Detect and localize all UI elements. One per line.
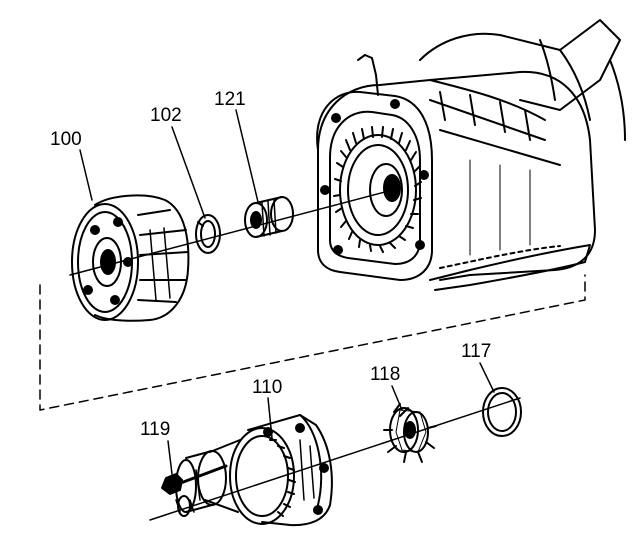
callout-121: 121 [214,89,246,110]
part-100-carrier [71,194,190,322]
callout-118: 118 [370,364,401,385]
leader-lines [79,109,495,475]
leader-100 [79,149,93,201]
callout-100: 100 [50,129,82,150]
callout-119: 119 [140,419,171,440]
part-110-housing [175,414,333,527]
leader-110 [267,397,273,439]
callout-117: 117 [461,341,492,362]
part-118-gear [383,403,437,463]
leader-119 [167,440,173,475]
part-121-bearing [244,196,294,238]
callout-110: 110 [252,377,283,398]
leader-117 [479,362,495,393]
part-119-bolt [161,464,228,495]
leader-121 [235,109,259,203]
part-102-snap-ring [195,214,221,254]
transmission-case [316,19,626,291]
leader-102 [171,126,206,219]
part-117-seal [482,387,522,437]
leader-118 [391,385,403,411]
callout-102: 102 [150,105,182,126]
